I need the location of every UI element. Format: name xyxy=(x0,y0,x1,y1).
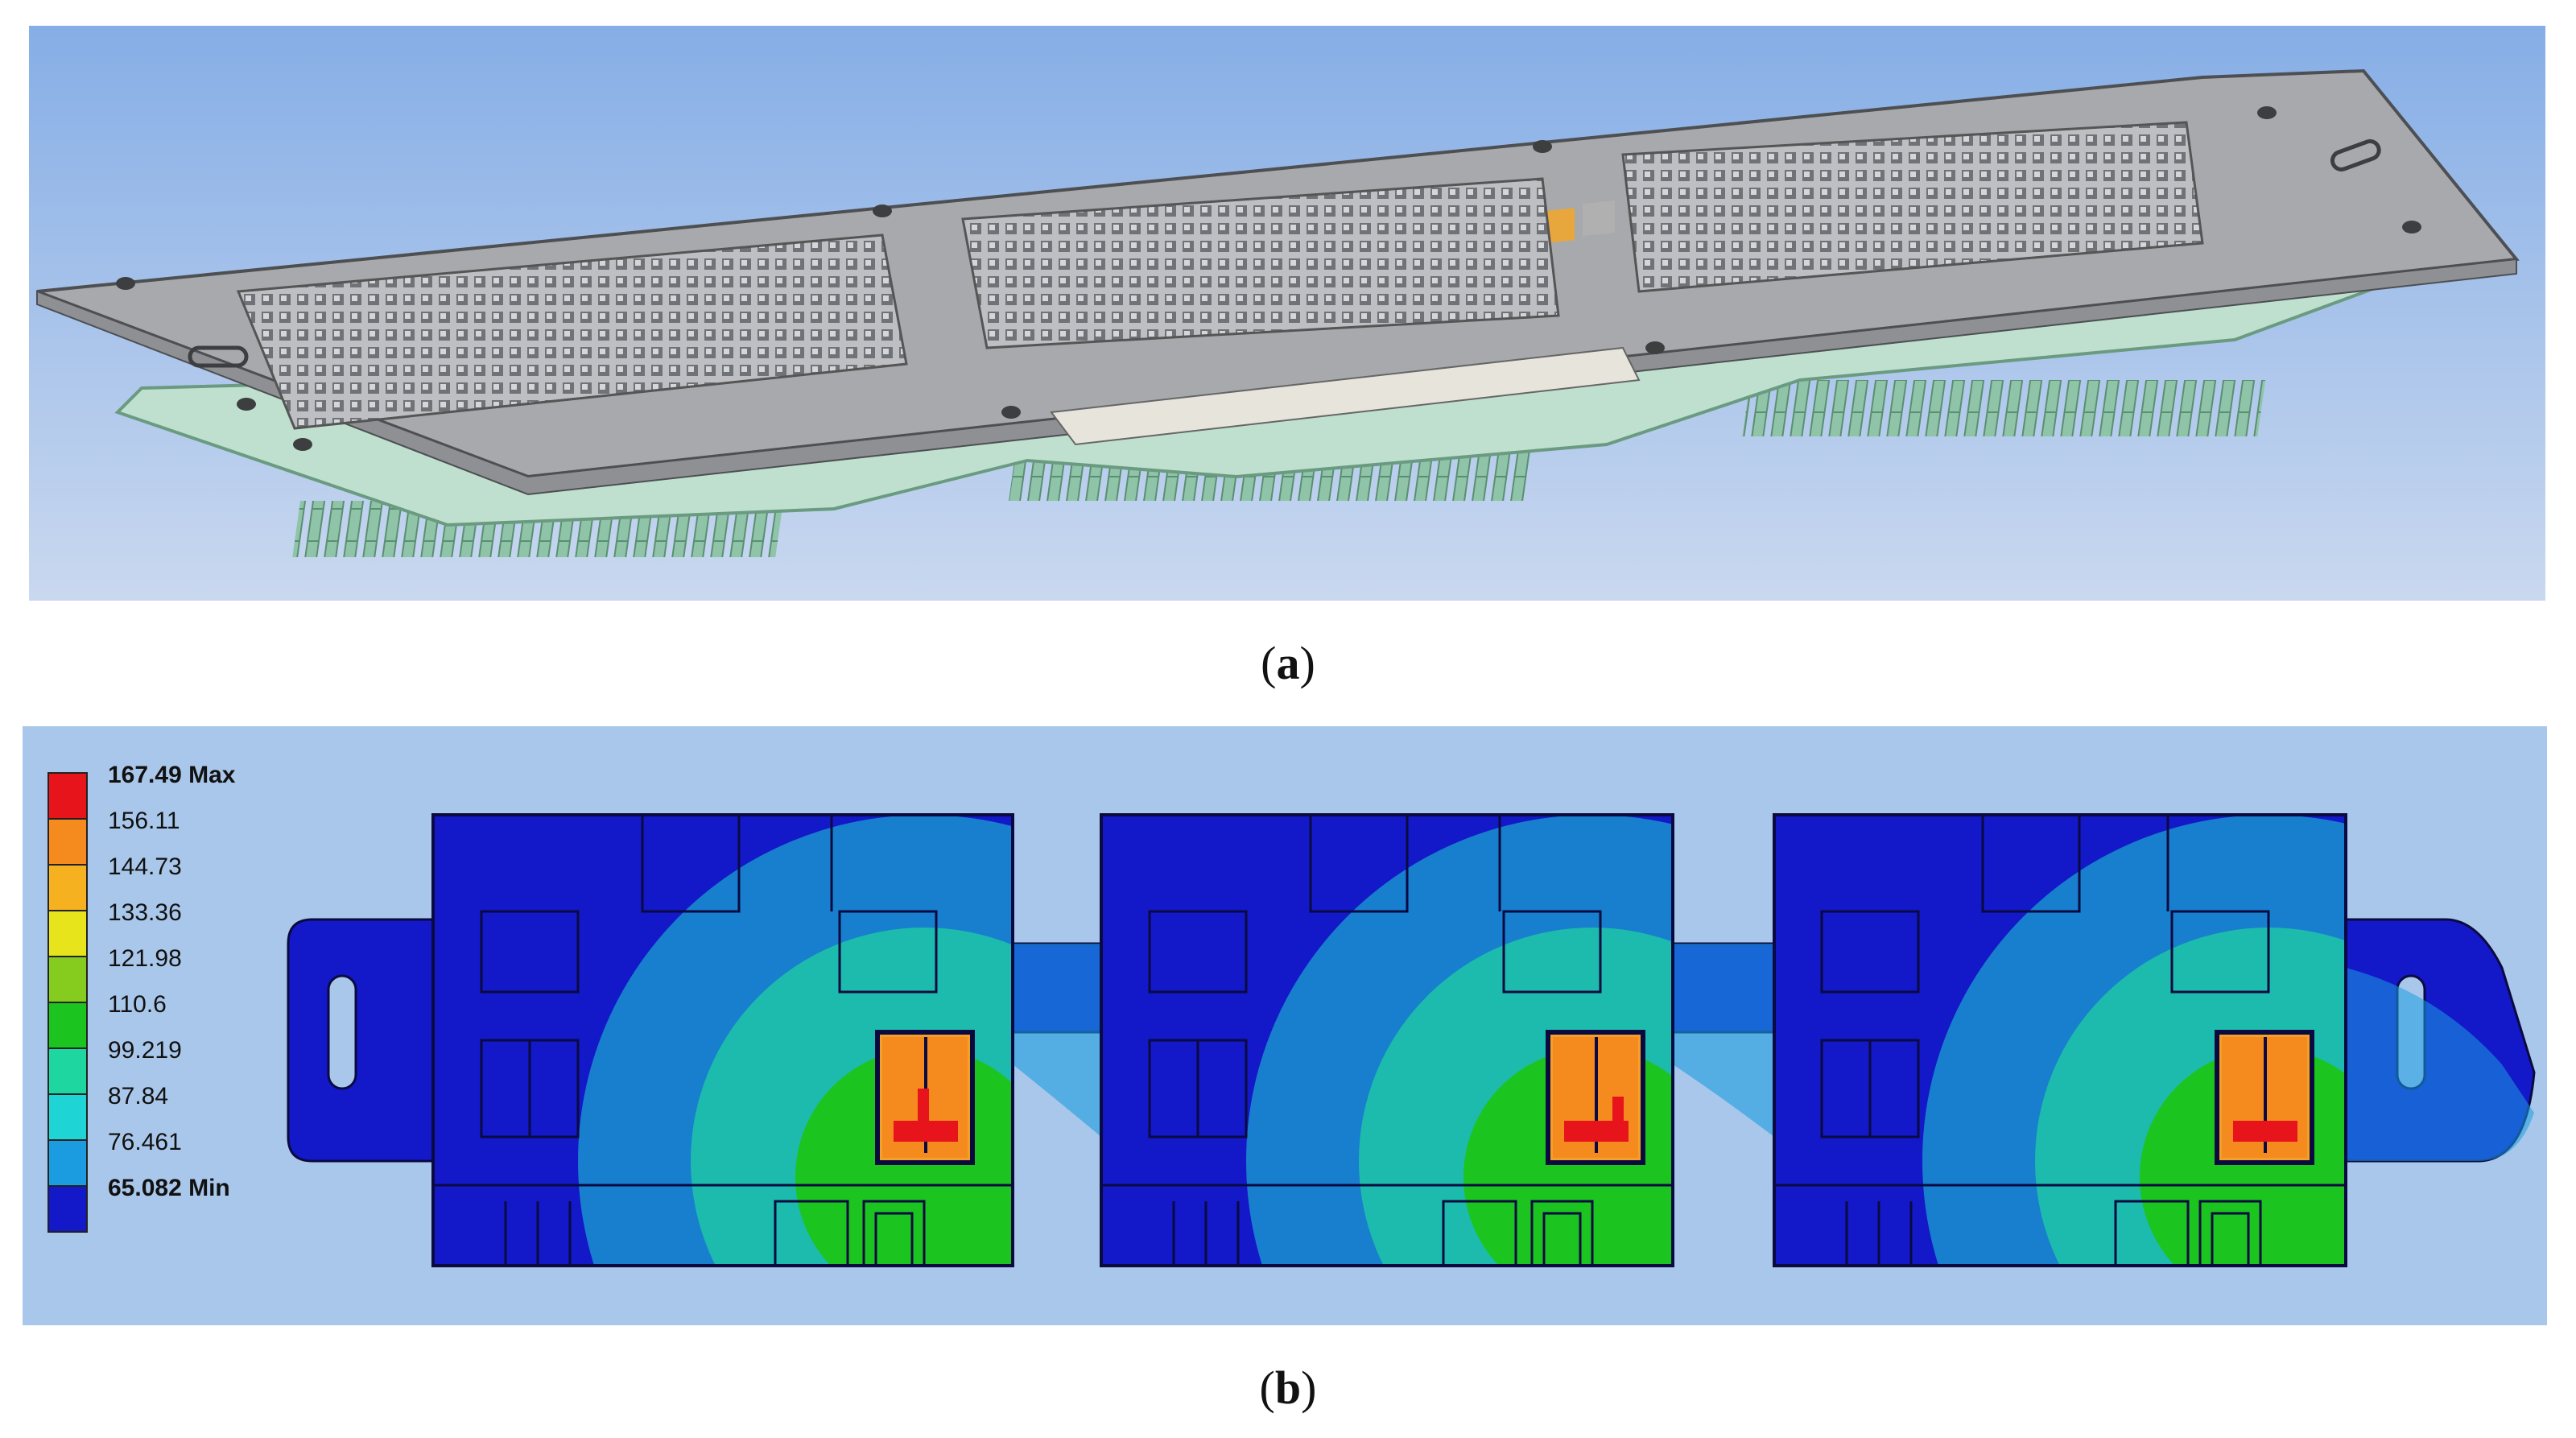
legend-label: 144.73 xyxy=(108,853,182,880)
fin-array-left xyxy=(236,233,908,430)
caption-b: (b) xyxy=(1259,1362,1317,1414)
caption-a: (a) xyxy=(1261,637,1315,689)
base-plate-edge xyxy=(36,258,2517,496)
legend-swatch xyxy=(47,1139,88,1187)
legend-swatch xyxy=(47,1048,88,1095)
bridge-gradient-1 xyxy=(1013,944,1101,1137)
legend-label: 121.98 xyxy=(108,945,182,972)
chip-left xyxy=(875,1030,975,1165)
contour-plot: 167.49 Max 156.11 144.73 133.36 121.98 110.6 9… xyxy=(23,726,2547,1325)
end-gradient xyxy=(2346,968,2534,1161)
legend-swatch xyxy=(47,956,88,1003)
bottom-pins-right xyxy=(1742,380,2266,436)
legend-label: 133.36 xyxy=(108,899,182,926)
legend-swatch xyxy=(47,1002,88,1049)
legend-label: 156.11 xyxy=(108,808,180,834)
panel-a-3d-model xyxy=(29,26,2545,601)
legend-label: 76.461 xyxy=(108,1129,182,1155)
internal-outlines xyxy=(433,815,2346,1267)
legend-swatch xyxy=(47,1185,88,1233)
hotspot-right xyxy=(1922,815,2346,1266)
legend-label: 110.6 xyxy=(108,991,167,1018)
legend-swatch xyxy=(47,910,88,957)
legend-swatch xyxy=(47,772,88,820)
legend-swatch xyxy=(47,864,88,911)
legend-label: 65.082 Min xyxy=(108,1175,230,1201)
fin-array-middle xyxy=(961,177,1560,349)
module-borders xyxy=(431,813,2347,1267)
legend-label: 87.84 xyxy=(108,1083,168,1109)
fin-array-right xyxy=(1621,121,2204,293)
legend-swatch xyxy=(47,818,88,866)
chip-middle xyxy=(1546,1030,1645,1165)
mounting-slots xyxy=(188,138,2381,368)
legend-label: 99.219 xyxy=(108,1037,182,1064)
legend-swatch xyxy=(47,1093,88,1141)
heatsink-3d-render xyxy=(29,26,2545,601)
left-tab-slot xyxy=(327,974,357,1090)
panel-b-temperature-contour: 167.49 Max 156.11 144.73 133.36 121.98 110.6 9… xyxy=(23,726,2547,1325)
mounting-holes xyxy=(116,106,2421,451)
chip-right xyxy=(2215,1030,2314,1165)
bridge-gradient-2 xyxy=(1673,944,1774,1137)
temperature-legend: 167.49 Max 156.11 144.73 133.36 121.98 110.6 9… xyxy=(47,762,236,1233)
legend-label: 167.49 Max xyxy=(108,762,236,788)
